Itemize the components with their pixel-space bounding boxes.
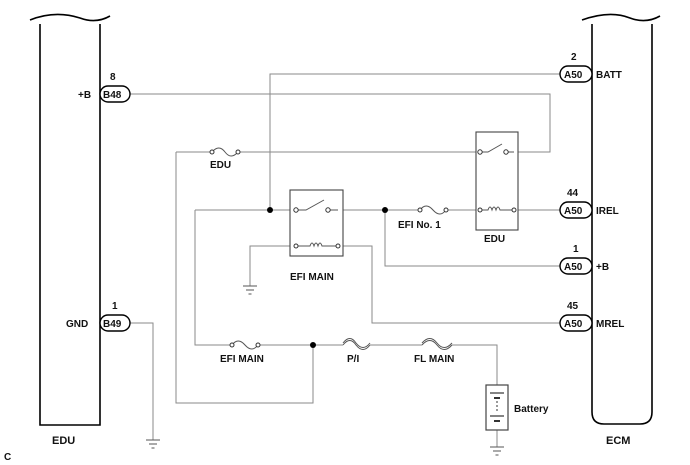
fuse-pi-label: P/I bbox=[347, 354, 359, 365]
pin-number: 44 bbox=[567, 188, 579, 199]
fuse-efi-main-label: EFI MAIN bbox=[220, 354, 264, 365]
efi-main-relay-label: EFI MAIN bbox=[290, 272, 334, 283]
pin-name: GND bbox=[66, 319, 88, 330]
pin-number: 2 bbox=[571, 52, 577, 63]
ecm-pin-batt: A50 BATT 2 bbox=[559, 52, 622, 83]
fuse-fl-main: FL MAIN bbox=[414, 338, 454, 365]
pin-code: A50 bbox=[564, 262, 583, 273]
fuse-efi-main: EFI MAIN bbox=[220, 340, 264, 365]
battery-label: Battery bbox=[514, 404, 549, 415]
pin-number: 1 bbox=[573, 244, 579, 255]
pin-number: 8 bbox=[110, 72, 116, 83]
pin-number: 1 bbox=[112, 301, 118, 312]
fuse-pi: P/I bbox=[342, 338, 371, 365]
junction-dot bbox=[267, 207, 273, 213]
edu-pin-gnd: B49 GND 1 bbox=[66, 301, 131, 332]
edu-relay: EDU bbox=[475, 131, 519, 245]
ecm-block: ECM bbox=[581, 13, 661, 447]
pin-name: MREL bbox=[596, 319, 624, 330]
pin-number: 45 bbox=[567, 301, 579, 312]
fuse-efi-no1: EFI No. 1 bbox=[398, 205, 449, 231]
figure-code: C bbox=[4, 452, 11, 463]
fuse-edu-label: EDU bbox=[210, 160, 231, 171]
pin-code: A50 bbox=[564, 319, 583, 330]
edu-relay-label: EDU bbox=[484, 234, 505, 245]
wiring bbox=[130, 73, 560, 447]
ecm-pin-mrel: A50 MREL 45 bbox=[559, 301, 624, 332]
ecm-pin-irel: A50 IREL 44 bbox=[559, 188, 619, 219]
pin-code: A50 bbox=[564, 70, 583, 81]
fuse-efi-no1-label: EFI No. 1 bbox=[398, 220, 441, 231]
edu-block: EDU bbox=[29, 13, 111, 447]
ecm-pin-plus-b: A50 +B 1 bbox=[559, 244, 609, 275]
pin-code: B49 bbox=[103, 319, 122, 330]
pin-name: +B bbox=[596, 262, 609, 273]
junction-dot bbox=[382, 207, 388, 213]
fuse-fl-main-label: FL MAIN bbox=[414, 354, 454, 365]
ground-icon bbox=[490, 446, 504, 456]
ecm-block-label: ECM bbox=[606, 435, 630, 447]
edu-pin-plus-b: B48 +B 8 bbox=[78, 72, 131, 103]
junction-dot bbox=[310, 342, 316, 348]
ground-icon bbox=[243, 285, 257, 295]
pin-code: A50 bbox=[564, 206, 583, 217]
edu-block-label: EDU bbox=[52, 435, 75, 447]
pin-name: IREL bbox=[596, 206, 619, 217]
pin-name: +B bbox=[78, 90, 91, 101]
pin-code: B48 bbox=[103, 90, 122, 101]
pin-name: BATT bbox=[596, 70, 622, 81]
fuse-edu: EDU bbox=[209, 147, 241, 171]
ground-icon bbox=[146, 439, 160, 449]
efi-main-relay: EFI MAIN bbox=[289, 189, 344, 283]
battery: Battery bbox=[485, 384, 549, 431]
